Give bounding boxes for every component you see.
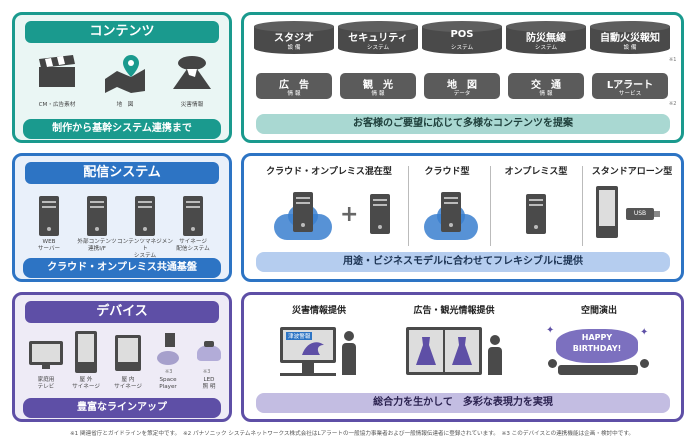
server-icon-onpremise [526,194,546,234]
delivery-title: 配信システム [25,162,219,184]
disaster-screen-stand [302,363,314,373]
server-icon-hybrid-local [370,194,390,234]
birthday-projection [556,329,638,363]
space-player-icon [165,333,175,347]
server-icon-hybrid-cloud [293,192,313,232]
server-icon-web [39,196,59,236]
table-icon [558,365,638,375]
map-pin-icon [105,55,145,93]
indoor-signage-icon [115,335,141,371]
delivery-detail-panel: クラウド・オンプレミス混在型 クラウド型 オンプレミス型 スタンドアローン型 +… [241,153,684,282]
type-cloud-title: クラウド型 [424,167,470,177]
device-label-outdoor: 屋 外サイネージ [72,377,100,390]
led-light-icon [197,345,221,361]
server-label-signage: サイネージ配信システム [176,239,210,252]
contents-title: コンテンツ [25,21,219,43]
type-hybrid-title: クラウド・オンプレミス混在型 [266,167,392,177]
contents-subbar: 制作から基幹システム連携まで [23,119,221,139]
icon-label-cm: CM・広告素材 [38,102,76,108]
tile-map-data: 地 図データ [424,73,500,99]
plus-icon: + [340,202,359,227]
person-icon-left [548,359,557,368]
note-2-mark: ※2 [669,101,677,107]
person-icon-ad [490,335,500,345]
server-label-external: 外部コンテンツ連携I/F [77,239,117,252]
tile-l-alert: Lアラートサービス [592,73,668,99]
server-icon-cms [135,196,155,236]
person-body-disaster [342,343,356,375]
tv-stand [42,365,50,369]
case-space-title: 空間演出 [580,306,617,316]
delivery-subbar: クラウド・オンプレミス共通基盤 [23,258,221,278]
device-detail-panel: 災害情報提供 広告・観光情報提供 空間演出 津波警報 HAPPY BIRTHDA… [241,292,684,422]
person-icon-disaster [344,331,354,341]
delivery-proposal-bar: 用途・ビジネスモデルに合わせてフレキシブルに提供 [256,252,670,272]
note-3-mark-b: ※3 [203,369,211,375]
person-body-ad [488,347,502,375]
space-player-beam [157,351,179,365]
tile-tourism: 観 光情 報 [340,73,416,99]
birthday-text-2: BIRTHDAY! [572,344,622,353]
separator-1 [408,166,409,246]
separator-2 [490,166,491,246]
dress-icon-2 [452,337,472,365]
usb-icon: USB [626,208,654,220]
contents-panel: コンテンツ CM・広告素材 地 図 災害情報 制作から基幹システム連携まで [12,12,232,143]
wave-icon [302,342,324,355]
case-ad-tourism-title: 広告・観光情報提供 [413,306,495,316]
case-disaster-title: 災害情報提供 [291,306,346,316]
sparkle-icon-2: ✦ [640,327,649,338]
cylinder-disaster-radio: 防災無線システム [506,21,586,54]
contents-proposal-bar: お客様のご要望に応じて多様なコンテンツを提案 [256,114,670,134]
device-title: デバイス [25,301,219,323]
note-1-mark: ※1 [669,57,677,63]
server-icon-external [87,196,107,236]
outdoor-signage-icon [75,331,97,373]
server-icon-signage [183,196,203,236]
cylinder-security: セキュリティシステム [338,21,418,54]
type-onpremise-title: オンプレミス型 [504,167,568,177]
note-3-mark-a: ※3 [165,369,173,375]
cylinder-fire-alarm: 自動火災報知設 備 [590,21,670,54]
device-label-tv: 家庭用テレビ [37,377,55,390]
dress-icon-1 [416,337,436,365]
tile-advertising: 広 告情 報 [256,73,332,99]
volcano-icon [173,56,211,89]
separator-3 [582,166,583,246]
disaster-screen-base [280,373,336,376]
tile-traffic: 交 通情 報 [508,73,584,99]
sparkle-icon-1: ✦ [546,325,555,336]
icon-label-map: 地 図 [116,102,134,108]
footnote: ※1 関連省庁とガイドラインを策定中です。 ※2 パナソニック システムネットワ… [70,431,634,437]
ad-signage-icon [406,327,482,375]
disaster-screen-icon: 津波警報 [280,327,336,363]
tv-icon [29,341,63,365]
type-standalone-title: スタンドアローン型 [591,167,673,177]
device-proposal-bar: 総合力を生かして 多彩な表現力を実現 [256,393,670,413]
server-icon-cloud [441,192,461,232]
usb-connector [654,211,660,217]
clapperboard-icon [39,55,75,87]
standalone-signage-icon [596,186,618,238]
cylinder-studio: スタジオ設 備 [254,21,334,54]
server-label-cms: コンテンツマネジメントシステム [117,239,173,259]
device-label-indoor: 屋 内サイネージ [114,377,142,390]
icon-label-disaster: 災害情報 [180,102,204,108]
birthday-text-1: HAPPY [581,333,613,342]
device-subbar: 豊富なラインアップ [23,398,221,418]
person-icon-right [640,359,649,368]
tsunami-warning-label: 津波警報 [286,332,313,340]
led-light-head [204,341,214,347]
